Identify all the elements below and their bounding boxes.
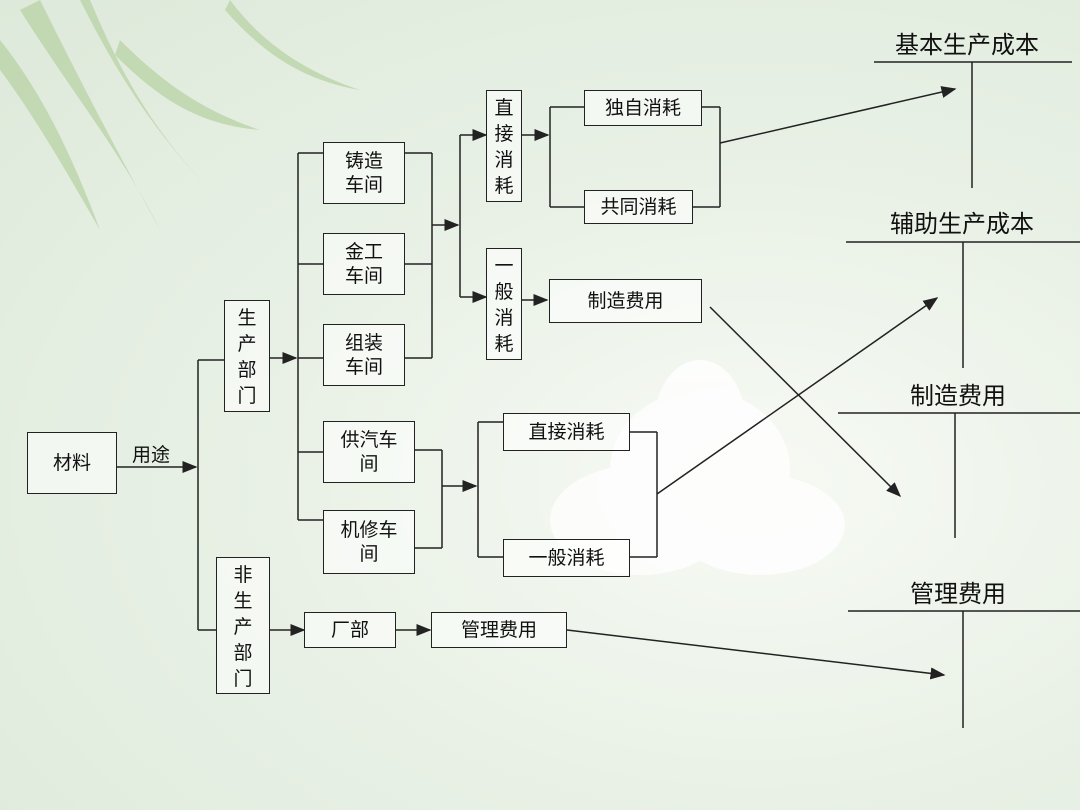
factory-office-box: 厂部 (304, 612, 396, 648)
assembly-workshop-label: 组装 车间 (344, 332, 383, 378)
aux-general-consumption-box: 一般消耗 (503, 539, 630, 577)
production-dept-label: 生 产 部 门 (237, 307, 257, 407)
casting-workshop-label: 铸造 车间 (344, 150, 383, 196)
shared-consumption-label: 共同消耗 (600, 196, 677, 218)
repair-workshop-box: 机修车 间 (323, 510, 415, 574)
production-dept-box: 生 产 部 门 (224, 300, 270, 412)
general-consumption-label: 一 般 消 耗 (494, 255, 514, 355)
aux-direct-consumption-box: 直接消耗 (503, 413, 630, 451)
manufacturing-overhead-box: 制造费用 (549, 279, 702, 323)
factory-office-label: 厂部 (330, 619, 369, 641)
manufacturing-overhead-box-label: 制造费用 (587, 290, 664, 312)
usage-label: 用途 (132, 444, 171, 466)
shared-consumption-box: 共同消耗 (584, 190, 693, 224)
basic-production-cost-title: 基本生产成本 (895, 31, 1039, 59)
aux-direct-consumption-label: 直接消耗 (528, 421, 605, 443)
metalwork-workshop-box: 金工 车间 (323, 233, 405, 295)
steam-workshop-box: 供汽车 间 (323, 421, 415, 483)
manufacturing-overhead-title: 制造费用 (910, 382, 1006, 410)
sole-consumption-label: 独自消耗 (604, 97, 681, 119)
sole-consumption-box: 独自消耗 (584, 90, 702, 126)
direct-consumption-label: 直 接 消 耗 (494, 97, 514, 197)
repair-workshop-label: 机修车 间 (340, 519, 398, 565)
admin-expense-box-label: 管理费用 (460, 619, 537, 641)
non-production-dept-box: 非 生 产 部 门 (216, 557, 270, 694)
assembly-workshop-box: 组装 车间 (323, 324, 405, 386)
casting-workshop-box: 铸造 车间 (323, 142, 405, 204)
metalwork-workshop-label: 金工 车间 (344, 241, 383, 287)
material-box: 材料 (27, 432, 117, 494)
auxiliary-production-cost-title: 辅助生产成本 (890, 210, 1034, 238)
direct-consumption-box: 直 接 消 耗 (486, 90, 522, 202)
willow-leaves-decoration (0, 0, 360, 230)
non-production-dept-label: 非 生 产 部 门 (233, 563, 253, 690)
steam-workshop-label: 供汽车 间 (340, 429, 398, 475)
aux-general-consumption-label: 一般消耗 (528, 547, 605, 569)
material-label: 材料 (52, 452, 91, 474)
administrative-expense-title: 管理费用 (910, 580, 1006, 608)
admin-expense-box: 管理费用 (431, 612, 567, 648)
general-consumption-box: 一 般 消 耗 (486, 248, 522, 360)
